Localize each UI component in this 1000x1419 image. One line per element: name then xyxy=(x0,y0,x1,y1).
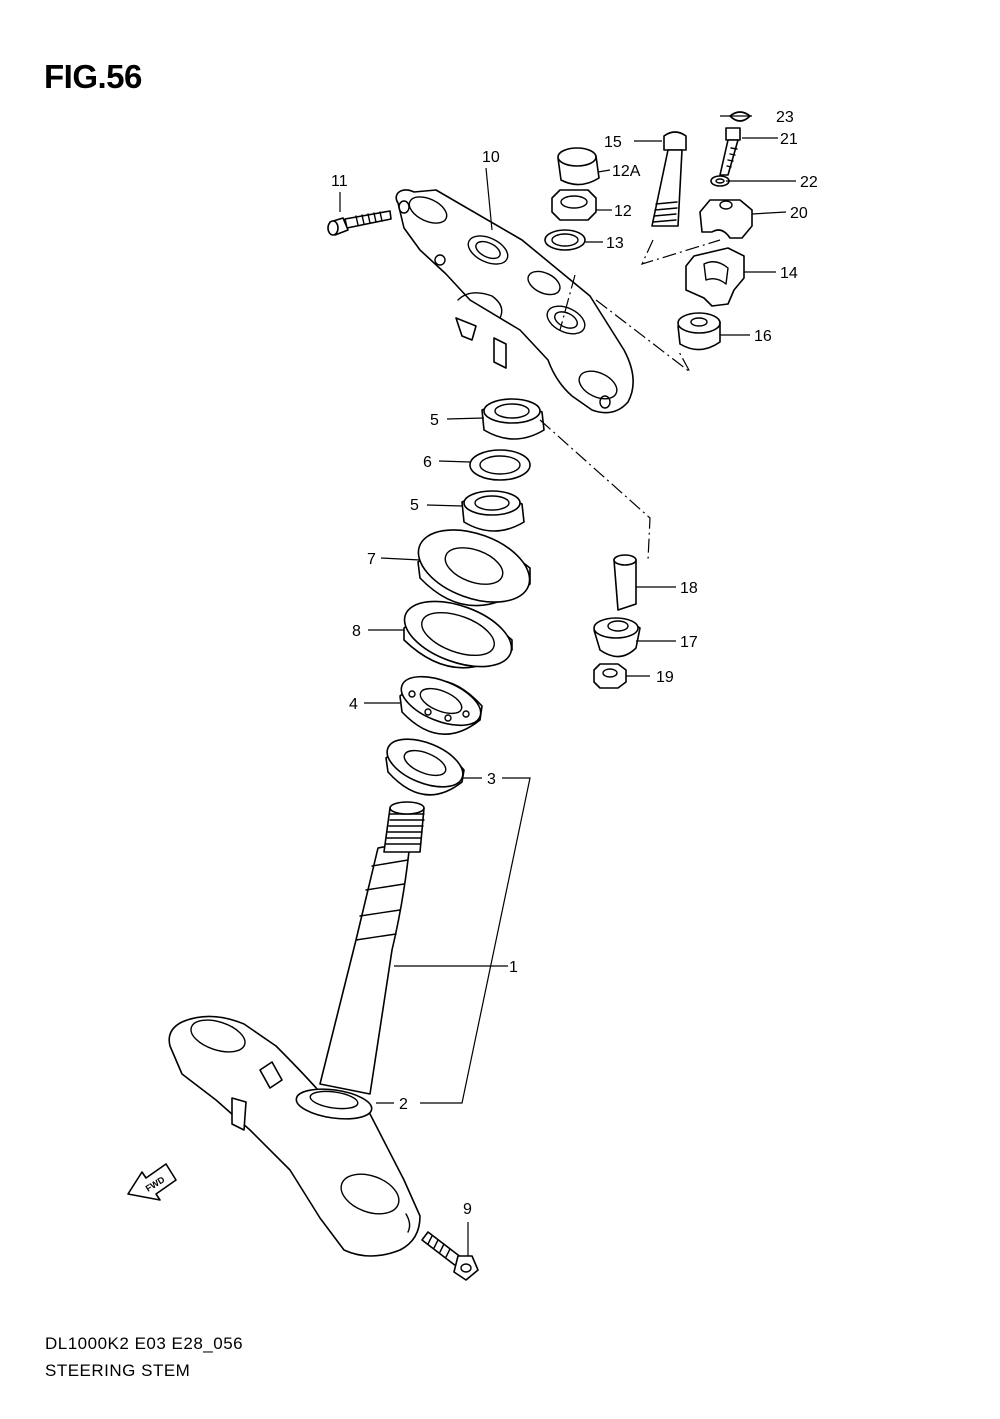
label-part-8: 8 xyxy=(352,623,361,640)
part-15-bolt[interactable] xyxy=(651,131,687,227)
label-part-5-lower: 5 xyxy=(410,497,419,514)
part-5-upper-nut[interactable] xyxy=(481,398,545,440)
part-4-bearing[interactable] xyxy=(395,667,488,736)
part-12-nut[interactable] xyxy=(551,189,597,221)
label-part-5-upper: 5 xyxy=(430,412,439,429)
label-part-12a: 12A xyxy=(612,163,641,180)
figure-code: DL1000K2 E03 E28_056 xyxy=(45,1334,244,1353)
part-19-nut[interactable] xyxy=(593,663,627,689)
figure-name: STEERING STEM xyxy=(45,1361,191,1380)
part-1-steering-stem[interactable] xyxy=(168,801,425,1257)
label-part-9: 9 xyxy=(463,1201,472,1218)
label-part-20: 20 xyxy=(790,205,808,222)
label-part-14: 14 xyxy=(780,265,798,282)
label-part-18: 18 xyxy=(680,580,698,597)
label-part-7: 7 xyxy=(367,551,376,568)
part-7-dust-seal[interactable] xyxy=(409,516,540,616)
fwd-arrow-icon: FWD xyxy=(127,1163,177,1201)
label-part-21: 21 xyxy=(780,131,798,148)
part-22-washer[interactable] xyxy=(710,175,730,187)
label-part-3: 3 xyxy=(487,771,496,788)
figure-title: FIG.56 xyxy=(44,58,142,95)
part-8-race[interactable] xyxy=(396,589,520,680)
label-part-13: 13 xyxy=(606,235,624,252)
label-part-11: 11 xyxy=(331,173,348,190)
leader-lines xyxy=(339,115,796,1256)
part-13-washer[interactable] xyxy=(544,229,586,251)
label-part-15: 15 xyxy=(604,134,622,151)
part-18-pipe[interactable] xyxy=(613,554,637,611)
label-part-10: 10 xyxy=(482,149,500,166)
label-part-4: 4 xyxy=(349,696,358,713)
part-21-bolt[interactable] xyxy=(719,127,741,176)
label-part-16: 16 xyxy=(754,328,772,345)
label-part-2: 2 xyxy=(399,1096,408,1113)
part-6-lock-washer[interactable] xyxy=(469,449,531,481)
part-16-cushion[interactable] xyxy=(677,312,721,351)
part-14-holder[interactable] xyxy=(685,247,745,307)
part-3-bearing[interactable] xyxy=(380,729,469,796)
label-part-19: 19 xyxy=(656,669,674,686)
label-part-12: 12 xyxy=(614,203,632,220)
part-10-upper-bracket[interactable] xyxy=(395,189,634,414)
label-part-17: 17 xyxy=(680,634,698,651)
part-12a-cap-nut[interactable] xyxy=(557,147,600,186)
part-labels: 1 2 3 4 5 5 6 7 8 9 10 11 12 12A 13 14 1… xyxy=(331,109,818,1218)
label-part-6: 6 xyxy=(423,454,432,471)
label-part-23: 23 xyxy=(776,109,794,126)
part-9-bolt[interactable] xyxy=(421,1231,479,1281)
part-5-lower-nut[interactable] xyxy=(461,490,525,532)
part-11-bolt[interactable] xyxy=(327,210,392,236)
label-part-22: 22 xyxy=(800,174,818,191)
part-17-damper[interactable] xyxy=(593,617,641,658)
label-part-1: 1 xyxy=(509,959,518,976)
part-20-holder-cap[interactable] xyxy=(699,199,753,239)
